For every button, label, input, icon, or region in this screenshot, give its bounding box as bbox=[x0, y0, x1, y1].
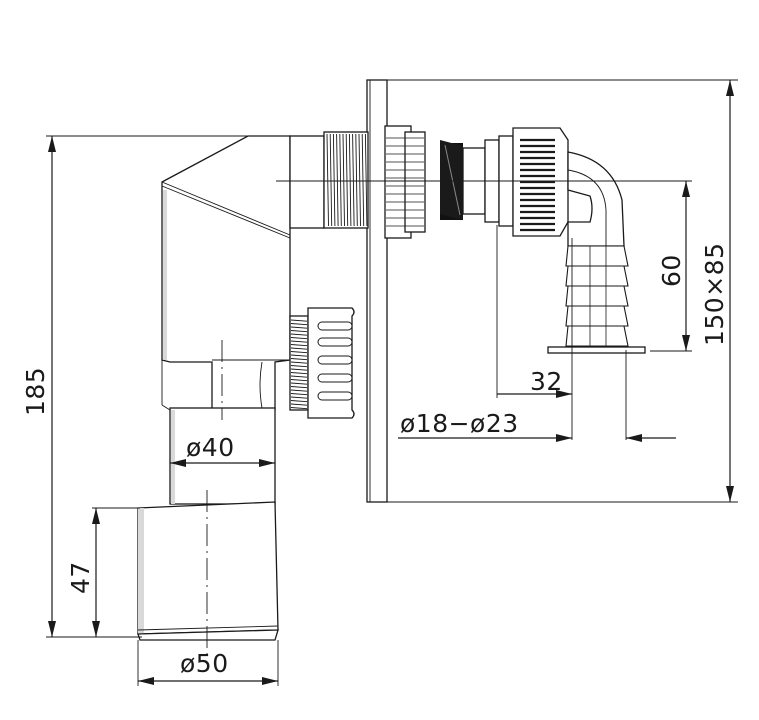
dim-hose-offset: 32 bbox=[530, 367, 563, 396]
siphon-body bbox=[161, 131, 369, 411]
wall-nut-left bbox=[384, 125, 426, 239]
dim-total-height: 185 bbox=[21, 367, 50, 416]
dimension-lines bbox=[48, 80, 734, 685]
thread-lines bbox=[326, 133, 368, 227]
dim-hose-diameter: ø18−ø23 bbox=[400, 409, 519, 438]
side-nut bbox=[289, 307, 355, 419]
dim-hose-height: 60 bbox=[657, 254, 686, 287]
outlet-stem bbox=[137, 407, 279, 641]
wall-plate bbox=[366, 79, 388, 503]
hose-connector bbox=[462, 127, 646, 354]
reference-lines bbox=[46, 79, 738, 686]
seal-ring bbox=[440, 140, 463, 220]
dim-inner-diameter: ø40 bbox=[186, 433, 235, 462]
dim-outlet-diameter: ø50 bbox=[180, 649, 229, 678]
dim-outlet-height: 47 bbox=[66, 561, 95, 594]
dim-plate-size: 150×85 bbox=[700, 243, 729, 346]
